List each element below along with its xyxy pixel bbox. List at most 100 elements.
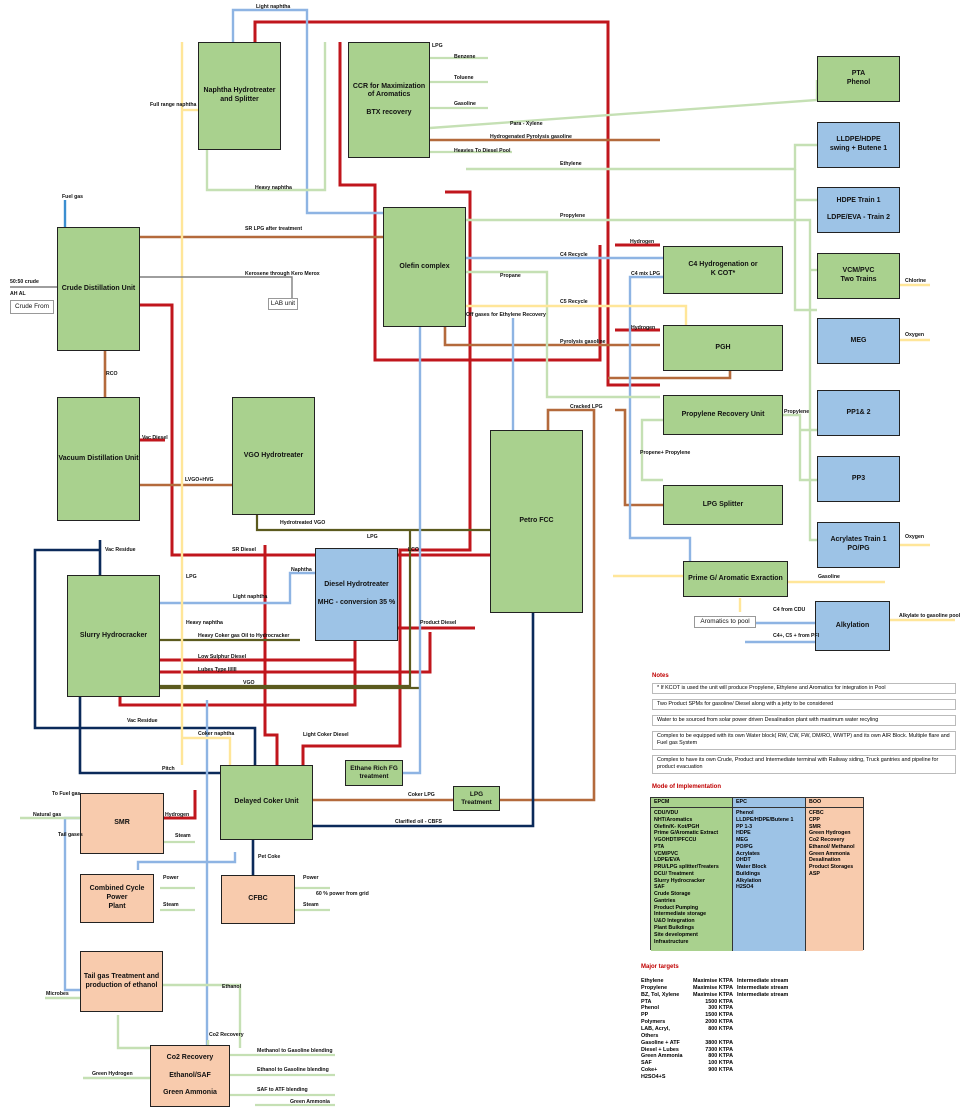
stream-label: Kerosene through Kero Merox [245, 271, 320, 277]
mode-item: Plant Buikdings [654, 925, 695, 932]
petro-fcc-box[interactable]: Petro FCC [490, 430, 583, 613]
co2-recovery-label-2: Ethanol/SAF [169, 1071, 211, 1079]
mode-item: Gantries [654, 897, 676, 904]
mode-item: CDU/VDU [654, 810, 679, 816]
naphtha-hydrotreater-box[interactable]: Naphtha Hydrotreater and Splitter [198, 42, 281, 150]
smr-box[interactable]: SMR [80, 793, 164, 854]
lb-light-naphtha [231, 8, 383, 215]
pgh-label: PGH [715, 343, 731, 351]
mode-item: PO/PG [736, 843, 753, 850]
brown-lpg-split [615, 408, 663, 507]
pp3-box[interactable]: PP3 [817, 456, 900, 502]
red-line-ccr [338, 42, 602, 362]
prime-g-box[interactable]: Prime G/ Aromatic Exraction [683, 561, 788, 597]
stream-label: Cracked LPG [570, 404, 603, 410]
mode-item: CFBC [809, 810, 824, 816]
meg-box[interactable]: MEG [817, 318, 900, 364]
olefin-complex-box[interactable]: Olefin complex [383, 207, 466, 327]
mode-item: Phenol [736, 810, 754, 816]
stream-label: Green Hydrogen [92, 1071, 133, 1077]
stream-label: 50:50 crude [10, 279, 39, 285]
mode-item: Crude Storage [654, 891, 691, 898]
stream-label: Heavies To Diesel Pool [454, 148, 511, 154]
mode-item: Infrastructure [654, 938, 689, 945]
mode-item: HDPE [736, 830, 751, 837]
stream-label: Power [303, 875, 319, 881]
delayed-coker-box[interactable]: Delayed Coker Unit [220, 765, 313, 840]
target-name: LAB, Acryl, Others [641, 1026, 670, 1039]
slurry-hydrocracker-box[interactable]: Slurry Hydrocracker [67, 575, 160, 697]
pg-ethylene-2 [793, 169, 817, 312]
crude-distillation-box[interactable]: Crude Distillation Unit [57, 227, 140, 351]
stream-label: Pitch [162, 766, 175, 772]
stream-label: Microbes [46, 991, 69, 997]
stream-label: C5 Recycle [560, 299, 588, 305]
target-value: Maximise KTPA [692, 978, 733, 984]
target-value: 1500 KTPA [705, 998, 733, 1005]
lab-unit-label: LAB unit [270, 300, 296, 307]
alkylation-box[interactable]: Alkylation [815, 601, 890, 651]
stream-label: Heavy Coker gas Oil to Hydrocracker [198, 633, 290, 639]
mode-item: Water Block [736, 864, 767, 871]
mode-item: Alkylation [736, 877, 762, 884]
mode-item: PTA [654, 843, 665, 850]
pgh-box[interactable]: PGH [663, 325, 783, 371]
vcm-label-2: Two Trains [840, 276, 877, 283]
lpg-splitter-box[interactable]: LPG Splitter [663, 485, 783, 525]
stream-label: Toluene [454, 75, 474, 81]
stream-label: Hydrotreated VGO [280, 520, 326, 526]
cfbc-box[interactable]: CFBC [221, 875, 295, 924]
target-name: PP [641, 1012, 649, 1019]
mode-item: VGOHDT/PFCCU [654, 837, 697, 844]
target-value: 100 KTPA [708, 1060, 733, 1067]
vacuum-distillation-box[interactable]: Vacuum Distillation Unit [57, 397, 140, 521]
mode-item: DHDT [736, 857, 751, 864]
co2-recovery-label-3: Green Ammonia [163, 1089, 217, 1097]
hdpe-label-2: LDPE/EVA - Train 2 [826, 214, 890, 222]
navy-vac-residue-2 [33, 548, 257, 765]
target-name: Diesel + Lubes [641, 1046, 679, 1053]
mode-item: Co2 Recovery [809, 837, 845, 844]
brown-cracked [500, 408, 596, 802]
stream-label: Steam [175, 833, 191, 839]
stream-label: Vac Residue [127, 718, 158, 724]
target-value: 2000 KTPA [705, 1019, 733, 1026]
mode-item: NHT/Aromatics [654, 816, 693, 823]
lpg-splitter-label: LPG Splitter [702, 500, 744, 508]
target-value: 900 KTPA [708, 1067, 733, 1074]
co2-recovery-label: Co2 Recovery [166, 1054, 214, 1062]
stream-label: LPG [367, 534, 378, 540]
vcm-label: VCM/PVC [842, 267, 875, 275]
stream-label: Propane [500, 273, 521, 279]
stream-label: Vac Residue [105, 547, 136, 553]
target-value: Maximise KTPA [692, 984, 733, 991]
propylene-recovery-box[interactable]: Propylene Recovery Unit [663, 395, 783, 435]
target-name: Phenol [641, 1005, 659, 1012]
target-name: PTA [641, 998, 652, 1005]
stream-label: C4+, C5 + from PFI [773, 633, 820, 639]
stream-label: Fuel gas [62, 194, 84, 200]
stream-label: Light naphtha [256, 4, 291, 10]
stream-label: Coker LPG [408, 792, 435, 798]
pp12-box[interactable]: PP1& 2 [817, 390, 900, 436]
vgo-hydrotreater-box[interactable]: VGO Hydrotreater [232, 397, 315, 515]
